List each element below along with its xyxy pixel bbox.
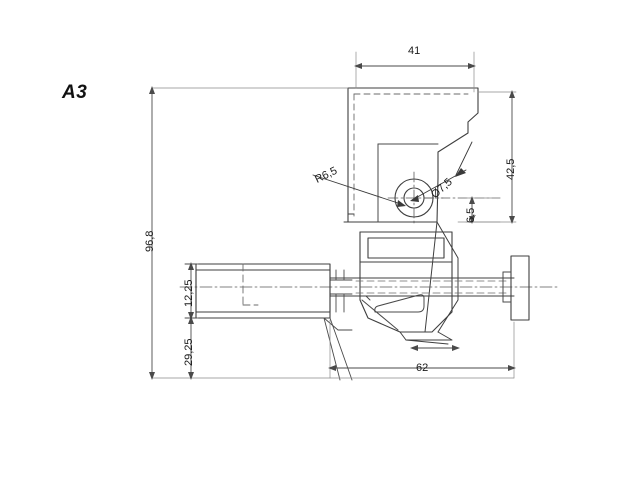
bracket-left-foot: [343, 213, 355, 223]
end-flange-collar: [502, 271, 512, 303]
dimension-62: [328, 319, 516, 379]
left-block-outline: [195, 263, 331, 319]
leader-chamfer: [455, 141, 473, 177]
dimension-label-42-5: 42,5: [505, 158, 517, 180]
dimension-label-41: 41: [408, 45, 421, 57]
dimension-label-96-8: 96,8: [144, 230, 156, 252]
left-block-centerlines: [242, 263, 259, 306]
dimension-label-62: 62: [416, 362, 429, 374]
center-body-outline: [359, 231, 453, 283]
upper-bracket-inner-step: [377, 143, 439, 223]
sheet-format-label: A3: [62, 82, 88, 103]
shaft-outline: [195, 269, 515, 313]
body-lightening-pocket: [374, 294, 425, 313]
shaft-steps: [329, 269, 353, 313]
body-right-rib: [424, 221, 459, 333]
body-lower-ribs: [361, 295, 399, 331]
dimension-label-29-25: 29,25: [183, 338, 195, 366]
dimension-6-5: [465, 196, 501, 224]
dimension-label-6-5: 6,5: [465, 207, 477, 223]
dimension-small-internal: [410, 345, 460, 351]
lower-foot: [399, 331, 453, 345]
dimension-42-5: [457, 90, 517, 224]
dimension-29-25: [188, 316, 194, 380]
shaft-hidden-thread: [355, 280, 509, 294]
center-body-taper: [359, 281, 453, 333]
section-leader-lines: [323, 317, 353, 381]
leader-radius: [312, 174, 406, 207]
end-flange: [510, 255, 530, 321]
upper-bracket-outline: [347, 87, 479, 223]
dimension-41: [354, 51, 476, 93]
dimension-label-12-25: 12,25: [183, 279, 195, 307]
dimension-96-8: [149, 86, 515, 380]
dimension-12-25: [184, 262, 199, 320]
upper-bracket-hidden-lines: [353, 93, 469, 217]
